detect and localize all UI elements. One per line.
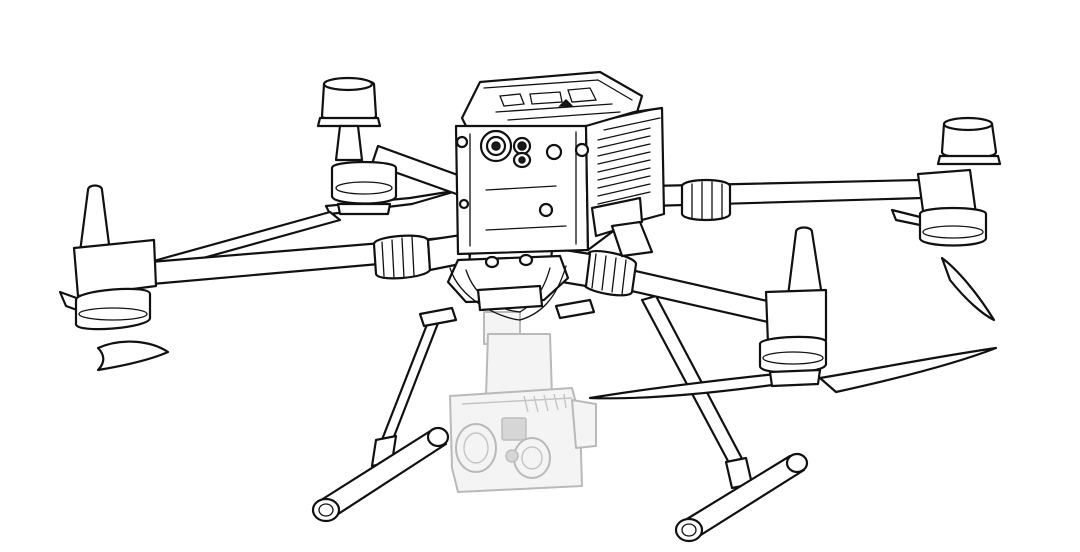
drone-body — [454, 70, 666, 258]
motor-back-right — [916, 116, 1002, 247]
gimbal-camera-payload — [449, 311, 597, 493]
damper-mount — [418, 253, 596, 328]
motor-front-left — [72, 184, 158, 331]
motor-front-right — [758, 226, 828, 388]
motor-back-left — [316, 76, 398, 216]
arm-lock-back-right — [680, 178, 732, 222]
landing-gear-left — [311, 316, 450, 523]
landing-gear-right — [640, 294, 809, 543]
